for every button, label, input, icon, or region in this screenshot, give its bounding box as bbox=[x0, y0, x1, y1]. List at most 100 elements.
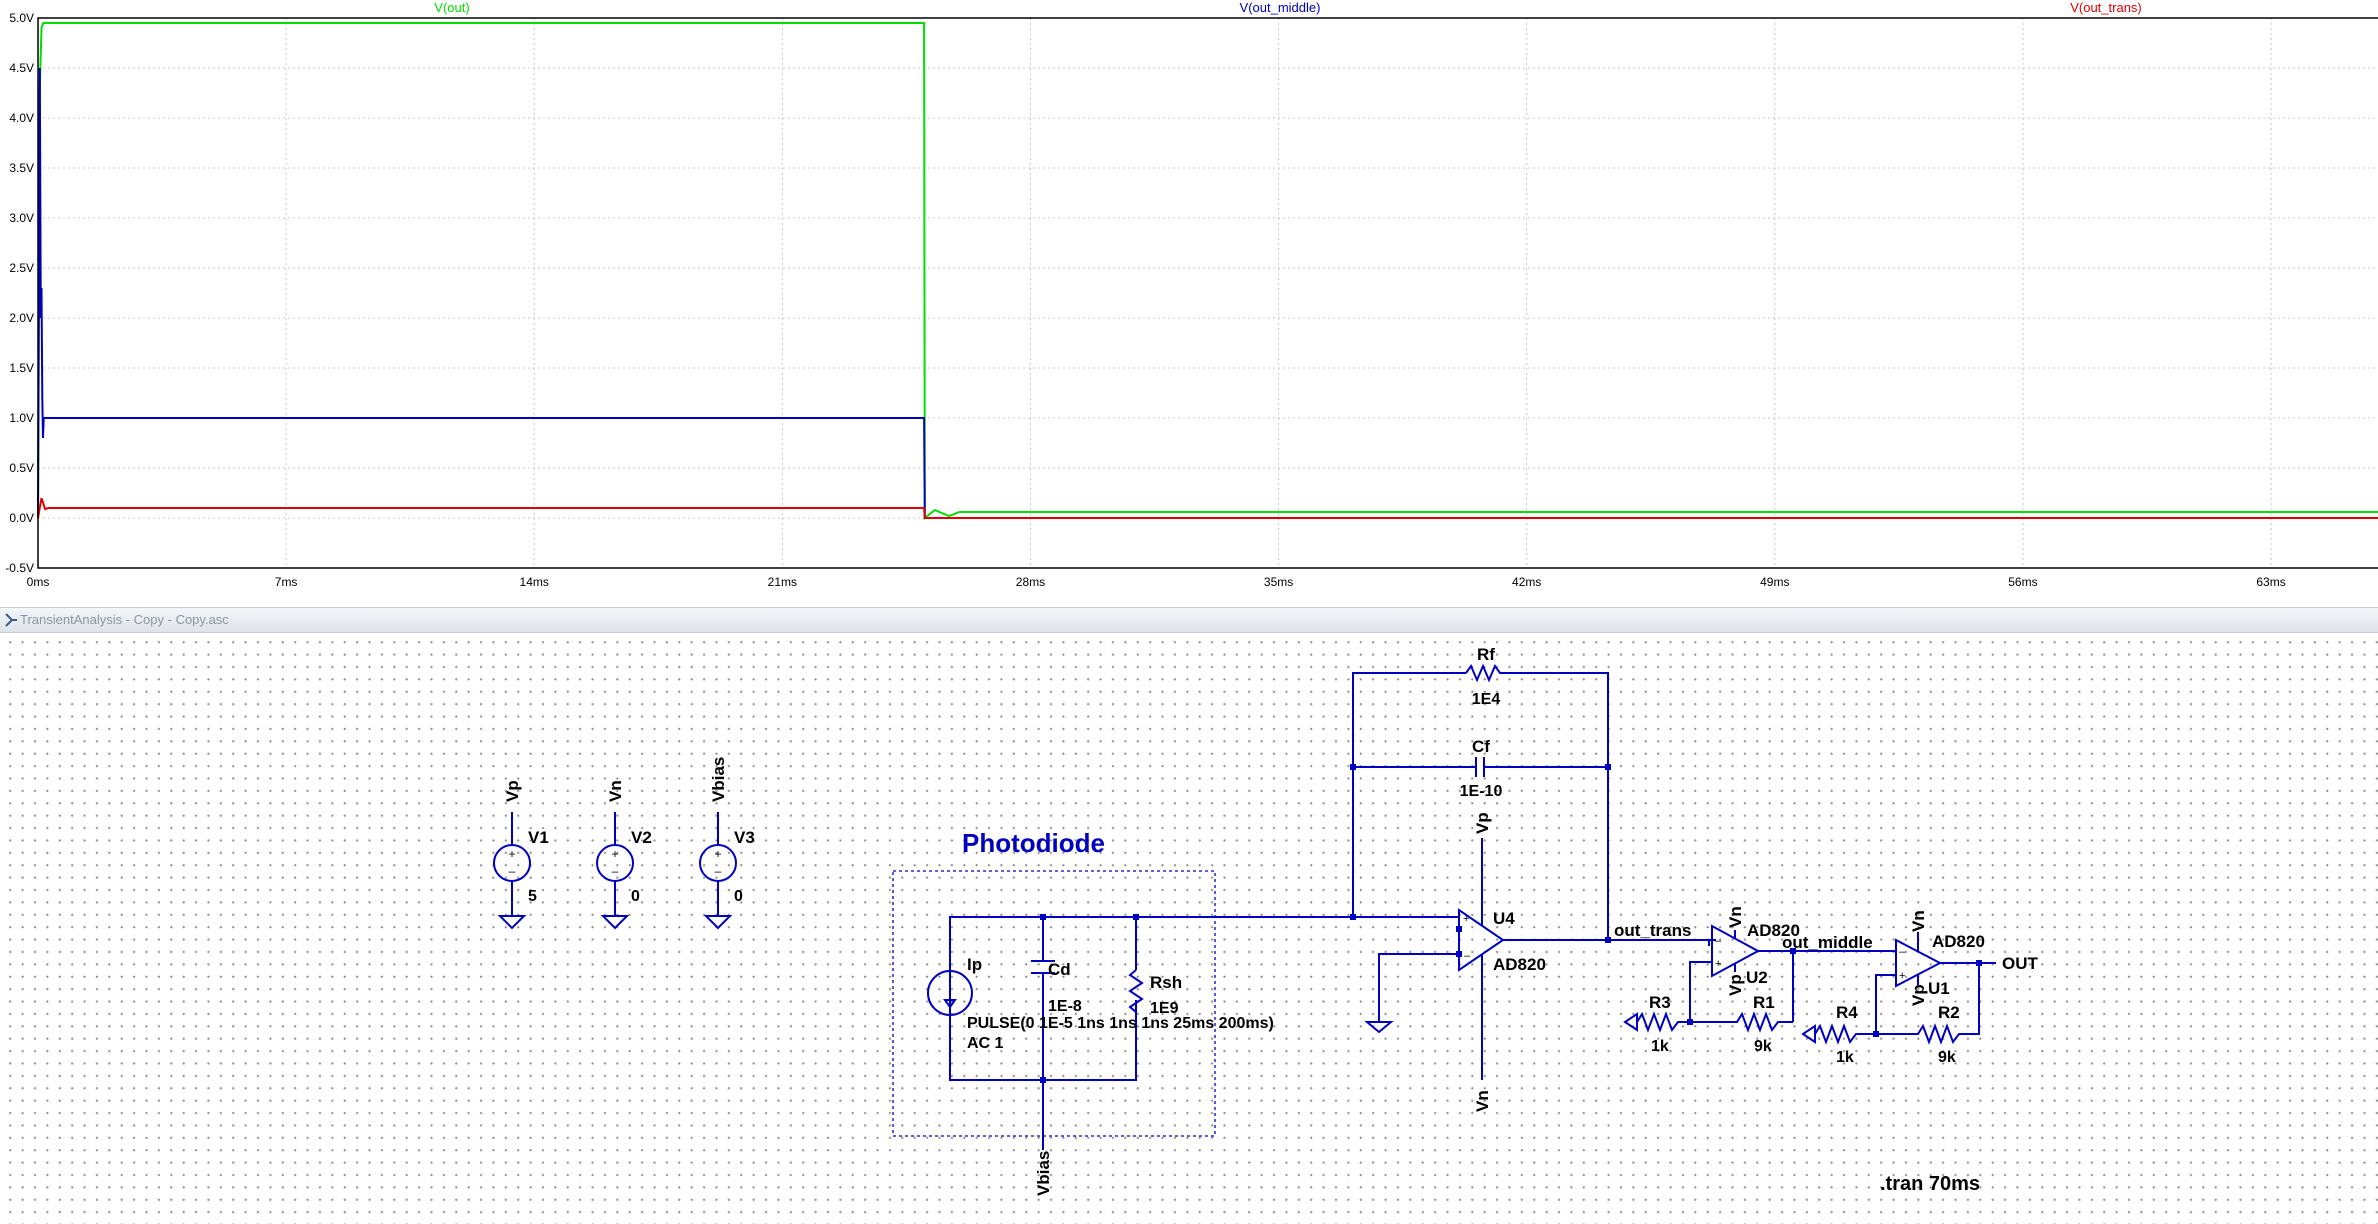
schematic-window-titlebar[interactable]: TransientAnalysis - Copy - Copy.asc bbox=[0, 607, 2378, 633]
photodiode-title[interactable]: Photodiode bbox=[962, 828, 1105, 858]
y-tick-label: 0.0V bbox=[9, 511, 34, 525]
r3-value[interactable]: 1k bbox=[1651, 1038, 1669, 1055]
v2-minus: – bbox=[612, 864, 619, 878]
u2-vn-label[interactable]: Vn bbox=[1726, 906, 1745, 928]
resistor-r4[interactable] bbox=[1801, 1023, 1876, 1045]
v2-net-label[interactable]: Vn bbox=[606, 780, 625, 802]
trace-label-out[interactable]: V(out) bbox=[434, 0, 469, 15]
y-axis-ticks: 5.0V4.5V4.0V3.5V3.0V2.5V2.0V1.5V1.0V0.5V… bbox=[5, 11, 34, 575]
v2-ref[interactable]: V2 bbox=[631, 828, 652, 847]
resistor-rf[interactable] bbox=[1465, 663, 1504, 683]
current-source-ip[interactable] bbox=[927, 970, 973, 1016]
photodiode-wiring[interactable] bbox=[949, 916, 1357, 1150]
r1-value[interactable]: 9k bbox=[1754, 1038, 1772, 1055]
u1-plus-sign: + bbox=[1899, 970, 1905, 982]
waveform-plot[interactable]: 5.0V4.5V4.0V3.5V3.0V2.5V2.0V1.5V1.0V0.5V… bbox=[0, 0, 2378, 600]
v3-value[interactable]: 0 bbox=[734, 888, 743, 905]
capacitor-cd[interactable] bbox=[1031, 960, 1055, 974]
resistor-r3[interactable] bbox=[1623, 1011, 1690, 1033]
trace-label-out-middle[interactable]: V(out_middle) bbox=[1240, 0, 1321, 15]
window-title: TransientAnalysis - Copy - Copy.asc bbox=[20, 612, 229, 627]
u4-vp-label[interactable]: Vp bbox=[1473, 812, 1492, 834]
opamp-u2[interactable] bbox=[1689, 924, 1893, 1022]
schematic-canvas[interactable]: + – + – + – bbox=[0, 633, 2378, 1224]
rf-value[interactable]: 1E4 bbox=[1472, 691, 1501, 708]
plot-frame bbox=[37, 17, 2378, 569]
capacitor-cf[interactable] bbox=[1475, 757, 1485, 777]
y-tick-label: 3.0V bbox=[9, 211, 34, 225]
r4-ref[interactable]: R4 bbox=[1836, 1003, 1858, 1022]
vbias-net-label[interactable]: Vbias bbox=[1034, 1151, 1053, 1196]
ip-ac[interactable]: AC 1 bbox=[967, 1035, 1004, 1052]
trace-lines bbox=[37, 22, 2378, 521]
voltage-source-v2[interactable]: + – bbox=[596, 812, 634, 930]
v2-value[interactable]: 0 bbox=[631, 888, 640, 905]
cd-value[interactable]: 1E-8 bbox=[1048, 998, 1082, 1015]
v3-ref[interactable]: V3 bbox=[734, 828, 755, 847]
net-out-middle[interactable]: out_middle bbox=[1782, 933, 1873, 952]
junction-dots bbox=[1040, 764, 1982, 1083]
y-tick-label: 2.0V bbox=[9, 311, 34, 325]
rsh-ref[interactable]: Rsh bbox=[1150, 973, 1182, 992]
u4-vn-label[interactable]: Vn bbox=[1473, 1090, 1492, 1112]
v3-net-label[interactable]: Vbias bbox=[709, 757, 728, 802]
cd-ref[interactable]: Cd bbox=[1048, 960, 1071, 979]
u1-model[interactable]: AD820 bbox=[1932, 932, 1985, 951]
u4-ref[interactable]: U4 bbox=[1493, 909, 1515, 928]
net-out[interactable]: OUT bbox=[2002, 954, 2039, 973]
u4-plus-sign: + bbox=[1463, 913, 1469, 925]
u2-plus-sign: + bbox=[1715, 958, 1721, 970]
u2-ref[interactable]: U2 bbox=[1746, 968, 1768, 987]
r1-ref[interactable]: R1 bbox=[1753, 993, 1775, 1012]
spice-directive[interactable]: .tran 70ms bbox=[1880, 1173, 1980, 1195]
x-tick-label: 35ms bbox=[1264, 575, 1293, 589]
opamp-u4[interactable] bbox=[1357, 838, 1716, 1080]
trace-label-out-trans[interactable]: V(out_trans) bbox=[2070, 0, 2142, 15]
y-tick-label: 1.5V bbox=[9, 361, 34, 375]
v1-plus: + bbox=[508, 847, 515, 861]
ip-value[interactable]: PULSE(0 1E-5 1ns 1ns 1ns 25ms 200ms) bbox=[967, 1015, 1274, 1032]
v1-minus: – bbox=[509, 864, 516, 878]
voltage-source-v1[interactable]: + – bbox=[493, 812, 531, 930]
trace-vout-middle[interactable] bbox=[37, 67, 2378, 519]
v1-net-label[interactable]: Vp bbox=[503, 780, 522, 802]
x-tick-label: 21ms bbox=[768, 575, 797, 589]
u4-minus-sign: – bbox=[1464, 950, 1471, 962]
x-tick-label: 42ms bbox=[1512, 575, 1541, 589]
cf-ref[interactable]: Cf bbox=[1472, 737, 1490, 756]
r4-value[interactable]: 1k bbox=[1836, 1049, 1854, 1066]
u2-minus-sign: – bbox=[1715, 935, 1722, 947]
u2-model[interactable]: AD820 bbox=[1747, 921, 1800, 940]
ltspice-icon bbox=[5, 613, 17, 627]
trace-vout-trans[interactable] bbox=[37, 497, 2378, 519]
v3-plus: + bbox=[714, 847, 721, 861]
rf-ref[interactable]: Rf bbox=[1477, 645, 1495, 664]
r2-ref[interactable]: R2 bbox=[1938, 1003, 1960, 1022]
feedback-wiring[interactable] bbox=[1352, 672, 1609, 940]
r3-ref[interactable]: R3 bbox=[1649, 993, 1671, 1012]
y-tick-label: 4.5V bbox=[9, 61, 34, 75]
opamp-u1[interactable] bbox=[1875, 932, 1996, 1035]
ip-ref[interactable]: Ip bbox=[967, 955, 982, 974]
net-out-trans[interactable]: out_trans bbox=[1614, 921, 1691, 940]
resistor-r1[interactable] bbox=[1690, 1011, 1793, 1033]
plot-grid bbox=[38, 18, 2378, 568]
u1-ref[interactable]: U1 bbox=[1928, 979, 1950, 998]
u2-vp-label[interactable]: Vp bbox=[1726, 974, 1745, 996]
v1-value[interactable]: 5 bbox=[528, 888, 537, 905]
cf-value[interactable]: 1E-10 bbox=[1460, 783, 1503, 800]
resistor-r2[interactable] bbox=[1876, 1023, 1966, 1045]
u1-vp-label[interactable]: Vp bbox=[1909, 984, 1928, 1006]
u4-model[interactable]: AD820 bbox=[1493, 955, 1546, 974]
r2-value[interactable]: 9k bbox=[1938, 1049, 1956, 1066]
u1-vn-label[interactable]: Vn bbox=[1909, 910, 1928, 932]
voltage-source-v3[interactable]: + – bbox=[699, 812, 737, 930]
resistor-rsh[interactable] bbox=[1128, 969, 1144, 1080]
x-tick-label: 63ms bbox=[2256, 575, 2285, 589]
y-tick-label: 0.5V bbox=[9, 461, 34, 475]
trace-vout[interactable] bbox=[37, 22, 2378, 521]
v2-plus: + bbox=[611, 847, 618, 861]
v1-ref[interactable]: V1 bbox=[528, 828, 549, 847]
rsh-value[interactable]: 1E9 bbox=[1150, 1000, 1179, 1017]
